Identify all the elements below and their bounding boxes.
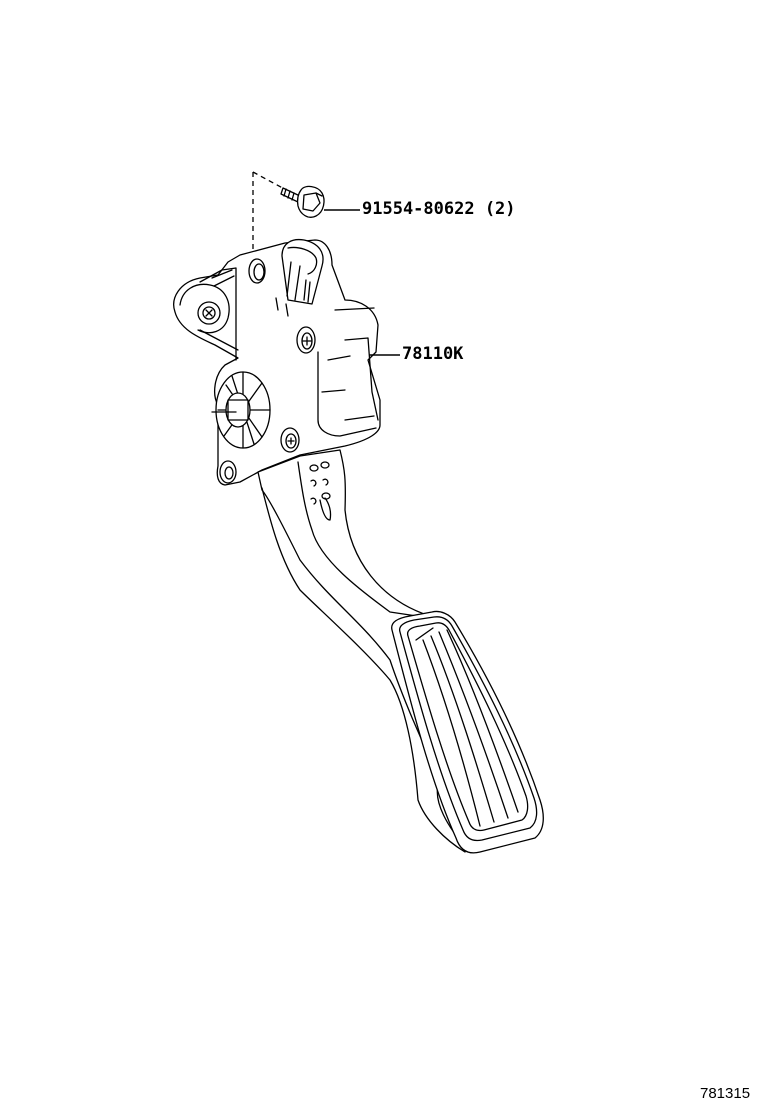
bolt-icon <box>280 185 325 218</box>
pedal-arm <box>257 449 469 853</box>
part-label-pedal-assembly[interactable]: 78110K <box>402 344 464 364</box>
figure-id: 781315 <box>700 1085 751 1102</box>
pedal-foot-pad <box>391 610 544 854</box>
pedal-housing <box>173 238 381 486</box>
part-label-bolt[interactable]: 91554-80622 (2) <box>362 199 516 219</box>
